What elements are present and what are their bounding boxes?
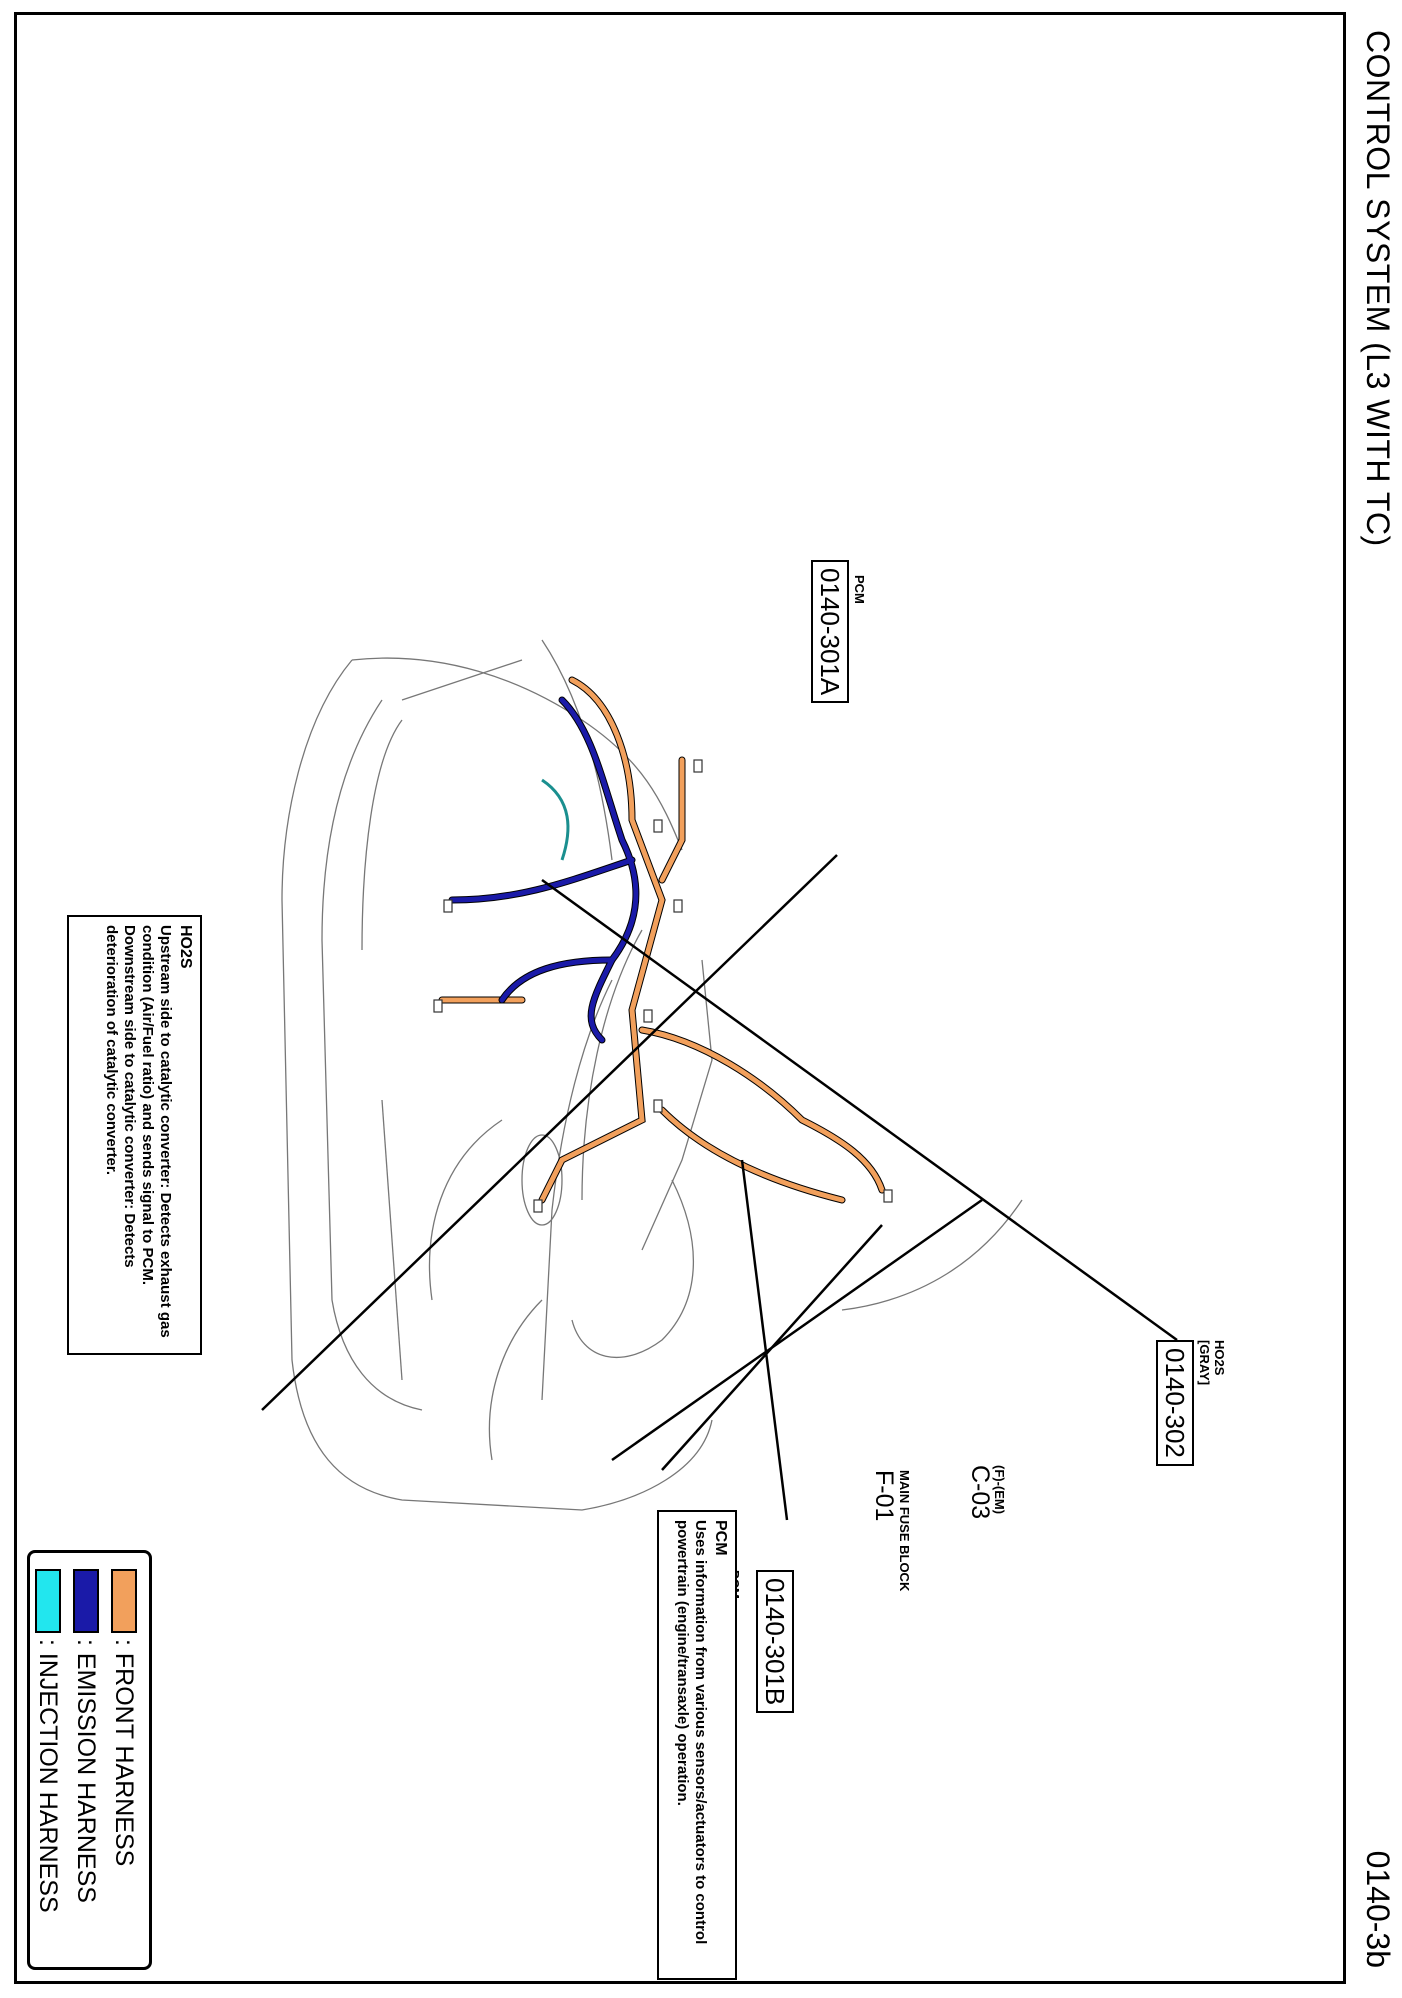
vehicle-bumper-line [381,1099,403,1381]
vehicle-hood-edge [351,657,683,851]
ho2s-description-text: Upstream side to catalytic converter: De… [103,925,174,1338]
connector-block [643,1009,653,1023]
emission-harness-branch-a [449,857,635,903]
c03-label: (F)-(EM) [992,1465,1007,1515]
emission-harness-main [559,697,639,1043]
connector-block [693,759,703,773]
legend-row-injection: : INJECTION HARNESS [31,1569,65,1913]
ho2s-color-note: [GRAY] [1197,1340,1212,1386]
connector-block [653,1099,663,1113]
c03-code: C-03 [966,1465,994,1520]
connector-block [443,899,453,913]
emission-harness [449,697,639,1043]
injection-harness [541,778,570,861]
emission-harness-branch-b [499,957,615,1003]
legend-label-injection: : INJECTION HARNESS [34,1639,63,1913]
legend-row-emission: : EMISSION HARNESS [69,1569,103,1903]
ho2s-description-box: HO2S Upstream side to catalytic converte… [67,915,202,1355]
connector-block [433,999,443,1013]
pcm-a-code: 0140-301A [811,560,849,704]
ho2s-caption: HO2S [1212,1340,1227,1376]
legend-label-front: : FRONT HARNESS [110,1639,139,1867]
vehicle-frame-line [581,929,643,1201]
pcm-a-caption: PCM [852,575,867,604]
front-harness-left-branch [659,757,685,883]
legend-row-front: : FRONT HARNESS [107,1569,141,1866]
leader-c03 [611,1198,983,1462]
vehicle-outline [281,639,1023,1511]
pcm-description-box: PCM Uses information from various sensor… [657,1510,737,1980]
emission-harness-swatch [73,1569,99,1633]
front-harness [439,677,885,1203]
vehicle-lower-panel [361,719,403,951]
vehicle-bumper-outline [321,699,423,1411]
injection-harness-swatch [35,1569,61,1633]
leader-f01 [661,1224,883,1471]
vehicle-strut-line [641,959,713,1251]
connector-block [653,819,663,833]
pcm-description-text: Uses information from various sensors/ac… [674,1520,709,1945]
leader-pcm-b [740,1159,789,1521]
leader-pcm-a [261,854,838,1411]
front-harness-side-branch [659,1107,845,1203]
connectors [433,759,893,1213]
connector-block [883,1189,893,1203]
vehicle-fender-outline [281,659,713,1511]
front-harness-main-trunk [539,677,665,1203]
vehicle-wheel-arch [571,1179,694,1359]
f01-label: MAIN FUSE BLOCK [897,1470,912,1592]
f01-code: F-01 [870,1470,898,1522]
leader-lines [261,854,1178,1521]
ho2s-code: 0140-302 [1156,1340,1194,1466]
pcm-description-heading: PCM [712,1520,729,1556]
front-harness-outline [438,676,886,1204]
leader-ho2s [541,878,1178,1342]
front-harness-upper-branch [639,1027,885,1193]
vehicle-firewall-line [841,1199,1023,1311]
vehicle-headlamp [521,1134,563,1226]
vehicle-pillar-line [401,659,523,701]
front-harness-swatch [111,1569,137,1633]
connector-block [673,899,683,913]
ho2s-description-heading: HO2S [177,925,194,969]
vehicle-grille-line [488,1299,543,1461]
vehicle-cowl-line [541,639,613,861]
harness-legend: : FRONT HARNESS : EMISSION HARNESS : INJ… [27,1550,152,1970]
vehicle-crossmember [541,979,613,1401]
vehicle-lamp-outline [428,1119,503,1301]
pcm-b-code: 0140-301B [756,1570,794,1714]
connector-block [533,1199,543,1213]
legend-label-emission: : EMISSION HARNESS [72,1639,101,1903]
